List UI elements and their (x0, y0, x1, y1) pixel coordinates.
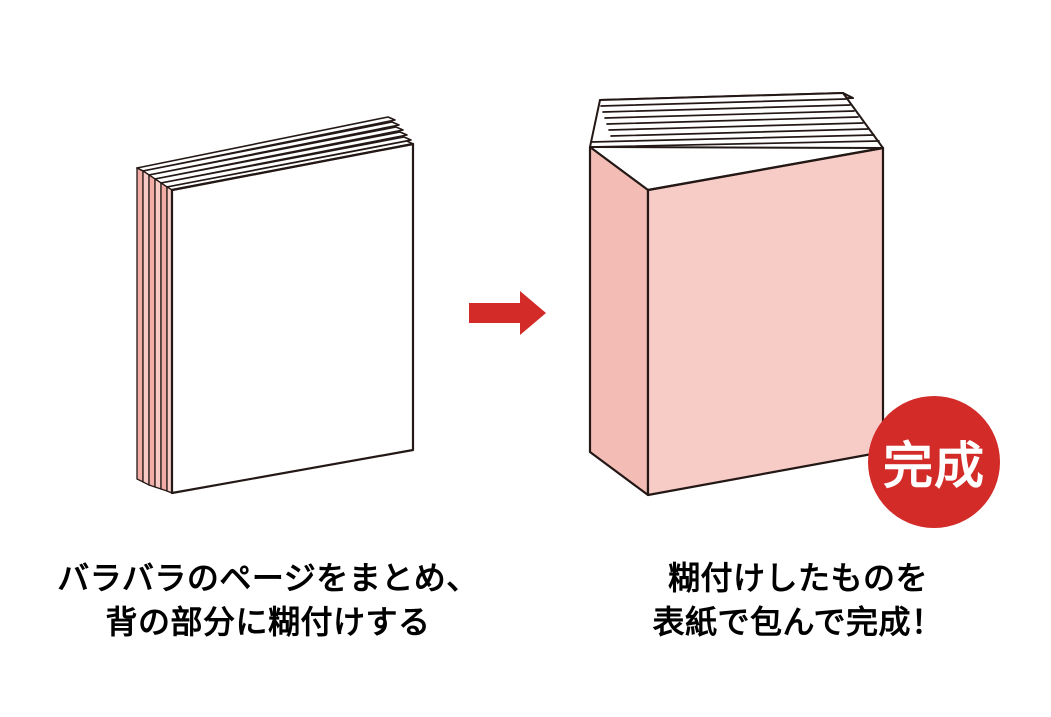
book-cover-fold-line (646, 146, 885, 192)
page-sheet-spine (148, 173, 156, 488)
page-stack-front-face (170, 142, 415, 495)
page-sheet-spine (160, 181, 168, 492)
loose-page-stack (136, 116, 415, 495)
finished-bound-book (588, 92, 885, 497)
book-page-edge-lines (589, 98, 880, 148)
badge-circle (868, 396, 1000, 528)
book-front-cover (646, 146, 885, 497)
page-sheet-spine (136, 166, 144, 484)
completion-badge (868, 396, 1000, 528)
page-stack-top-edge (170, 142, 415, 192)
page-sheet-spine (142, 169, 150, 487)
caption-step-finished-book: 糊付けしたものを 表紙で包んで完成！ (652, 560, 944, 641)
page-sheet-spine (154, 177, 162, 490)
caption-step-loose-pages: バラバラのページをまとめ、 背の部分に糊付けする (57, 560, 479, 641)
arrow-shape (469, 291, 546, 335)
right-arrow (469, 291, 546, 335)
book-side-face (588, 145, 650, 497)
